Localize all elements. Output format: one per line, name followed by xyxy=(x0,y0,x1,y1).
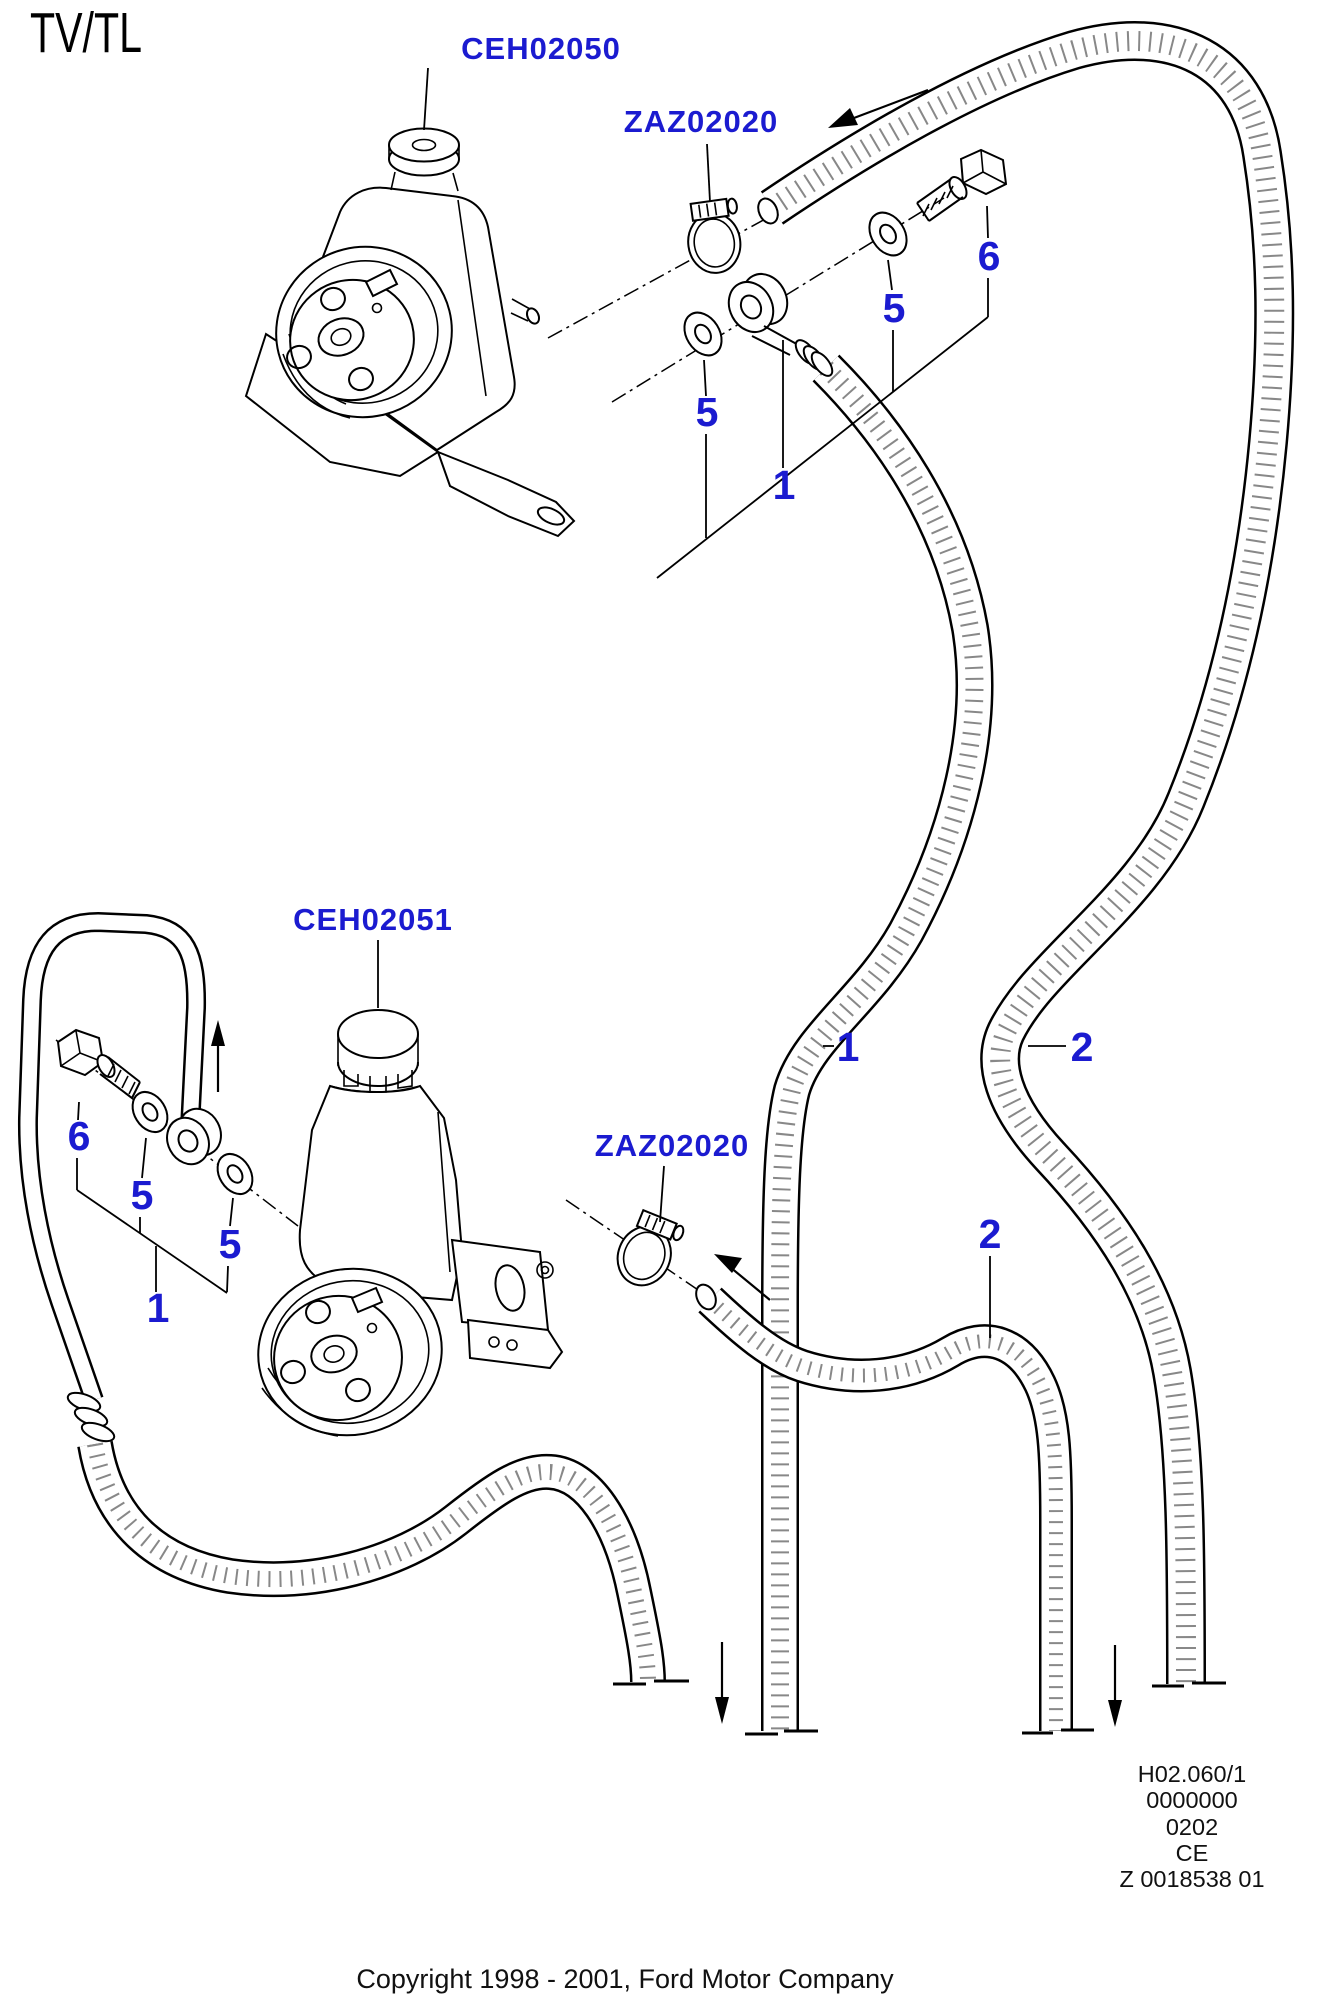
drawing-stamp: H02.060/1 0000000 0202 CE Z 0018538 01 xyxy=(1119,1761,1264,1892)
lower-pump-code-label: CEH02051 xyxy=(293,902,453,937)
lower-pipe-crimp xyxy=(66,1391,116,1443)
direction-arrow-down-left xyxy=(715,1642,729,1724)
upper-pump-stud xyxy=(510,298,541,325)
lower-pump-housing xyxy=(450,1238,564,1370)
direction-arrow-down-right xyxy=(1108,1645,1122,1727)
stamp-drawing-number: Z 0018538 01 xyxy=(1119,1866,1264,1892)
lower-clamp-code-label: ZAZ02020 xyxy=(595,1128,749,1163)
callout-return-hose: 2 xyxy=(1071,1024,1094,1070)
stamp-plant-code: CE xyxy=(1176,1840,1209,1866)
upper-banjo-fitting xyxy=(727,273,834,377)
callout-upper-bolt: 6 xyxy=(978,233,1001,279)
callout-lower-return-hose: 2 xyxy=(979,1211,1002,1257)
pulley-keyway-notch xyxy=(350,1286,384,1314)
direction-arrow-up xyxy=(211,1020,225,1092)
callout-upper-washer-front: 5 xyxy=(696,389,719,435)
hose-cut-end-marks xyxy=(613,1679,1226,1736)
stamp-sheet-number: H02.060/1 xyxy=(1138,1761,1246,1787)
upper-pump-filler-cap xyxy=(388,127,460,192)
pressure-hose-lower-loop xyxy=(77,1440,666,1683)
lower-pump-filler-cap xyxy=(337,1009,419,1093)
copyright-notice: Copyright 1998 - 2001, Ford Motor Compan… xyxy=(356,1964,894,1994)
lower-leader-lines xyxy=(76,940,991,1338)
callout-lower-washer-front: 5 xyxy=(131,1172,154,1218)
upper-pump-code-label: CEH02050 xyxy=(461,31,621,66)
upper-washer-rear xyxy=(868,211,908,257)
lower-pump-pulley xyxy=(257,1267,443,1437)
callout-pressure-hose: 1 xyxy=(837,1024,860,1070)
upper-leader-lines xyxy=(423,67,1066,1047)
pressure-pipe-lower xyxy=(17,912,207,1404)
upper-clamp-code-label: ZAZ02020 xyxy=(624,104,778,139)
lower-pump xyxy=(257,1009,564,1437)
upper-pump-pulley xyxy=(275,245,453,419)
lower-banjo-bolt xyxy=(56,1028,141,1099)
upper-washer-front xyxy=(683,311,723,357)
callout-lower-washer-rear: 5 xyxy=(219,1221,242,1267)
lower-hose-clamp xyxy=(616,1208,685,1287)
lower-washer-front xyxy=(131,1091,169,1133)
stamp-serial: 0000000 xyxy=(1146,1787,1238,1813)
upper-pump xyxy=(244,127,576,538)
callout-lower-bolt: 6 xyxy=(68,1113,91,1159)
upper-banjo-bolt xyxy=(916,148,1008,222)
stamp-date-code: 0202 xyxy=(1166,1814,1218,1840)
system-code-label: TV/TL xyxy=(30,1,142,65)
flow-arrow-lower-clamp xyxy=(714,1254,771,1301)
callout-lower-hose-assembly: 1 xyxy=(147,1285,170,1331)
pressure-hose-upper xyxy=(761,354,994,1731)
lower-banjo-fitting xyxy=(166,1107,222,1166)
lower-washer-rear xyxy=(216,1153,254,1195)
return-hose-lower xyxy=(695,1283,1073,1731)
flow-arrow-upper xyxy=(828,88,929,128)
callout-upper-washer-rear: 5 xyxy=(883,285,906,331)
upper-hose-clamp xyxy=(687,197,742,274)
callout-upper-hose-assembly: 1 xyxy=(773,462,796,508)
return-hose-upper xyxy=(757,21,1295,1685)
pulley-keyway-notch xyxy=(364,268,399,298)
